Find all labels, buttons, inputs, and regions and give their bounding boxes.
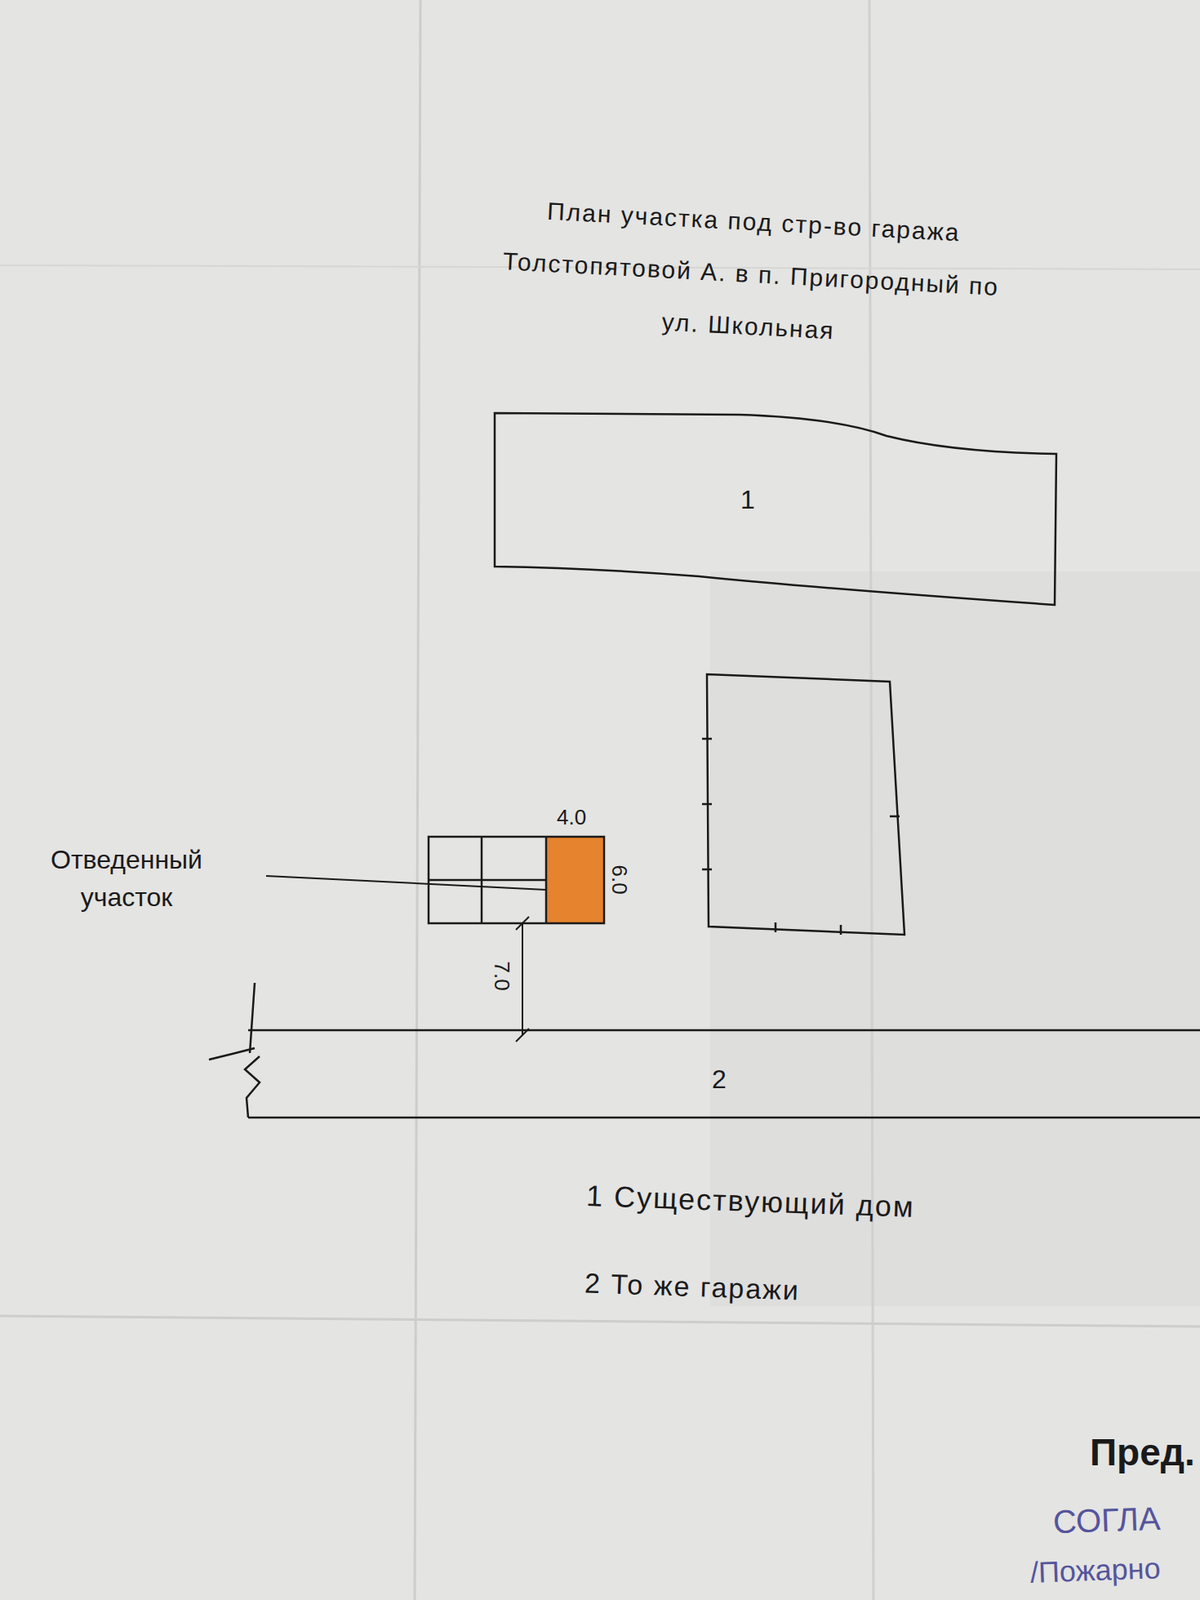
existing-house: 1 [494, 413, 1057, 605]
fold-line [0, 1315, 1200, 1327]
node-outline [248, 1030, 1200, 1118]
garage-fill [546, 836, 605, 924]
dimension-line [521, 923, 524, 1036]
plot-outline [428, 836, 605, 924]
break-symbol [208, 982, 260, 1118]
node-outline [494, 413, 1057, 605]
plot-outline [428, 836, 605, 924]
node-outline [494, 413, 1057, 605]
legend-note: 2 То же гаражи [583, 1266, 800, 1307]
building-outline [702, 674, 905, 935]
dimension-label: 7.0 [488, 961, 514, 992]
dimension-label: 4.0 [556, 804, 587, 831]
cell-divider [428, 879, 547, 882]
signature-note: Пред. [1089, 1430, 1196, 1476]
callout-number: 2 [711, 1066, 727, 1093]
plan-title: План участка под стр-во гаража Толстопят… [485, 182, 1016, 366]
dimension-tick [515, 916, 529, 930]
fold-line [414, 0, 421, 1600]
leader-line [266, 875, 547, 890]
dimension-line [515, 916, 529, 1042]
dimension-label: 6.0 [605, 865, 632, 895]
approval-stamp: СОГЛА [1052, 1498, 1161, 1543]
approval-stamp: /Пожарно [1029, 1550, 1161, 1591]
building-outline [706, 674, 905, 935]
callout-number: 1 [740, 486, 756, 513]
plot-label: Отведенный участок [24, 840, 229, 917]
garage-band: 2 [248, 1030, 1200, 1118]
tick-marks [702, 738, 900, 935]
